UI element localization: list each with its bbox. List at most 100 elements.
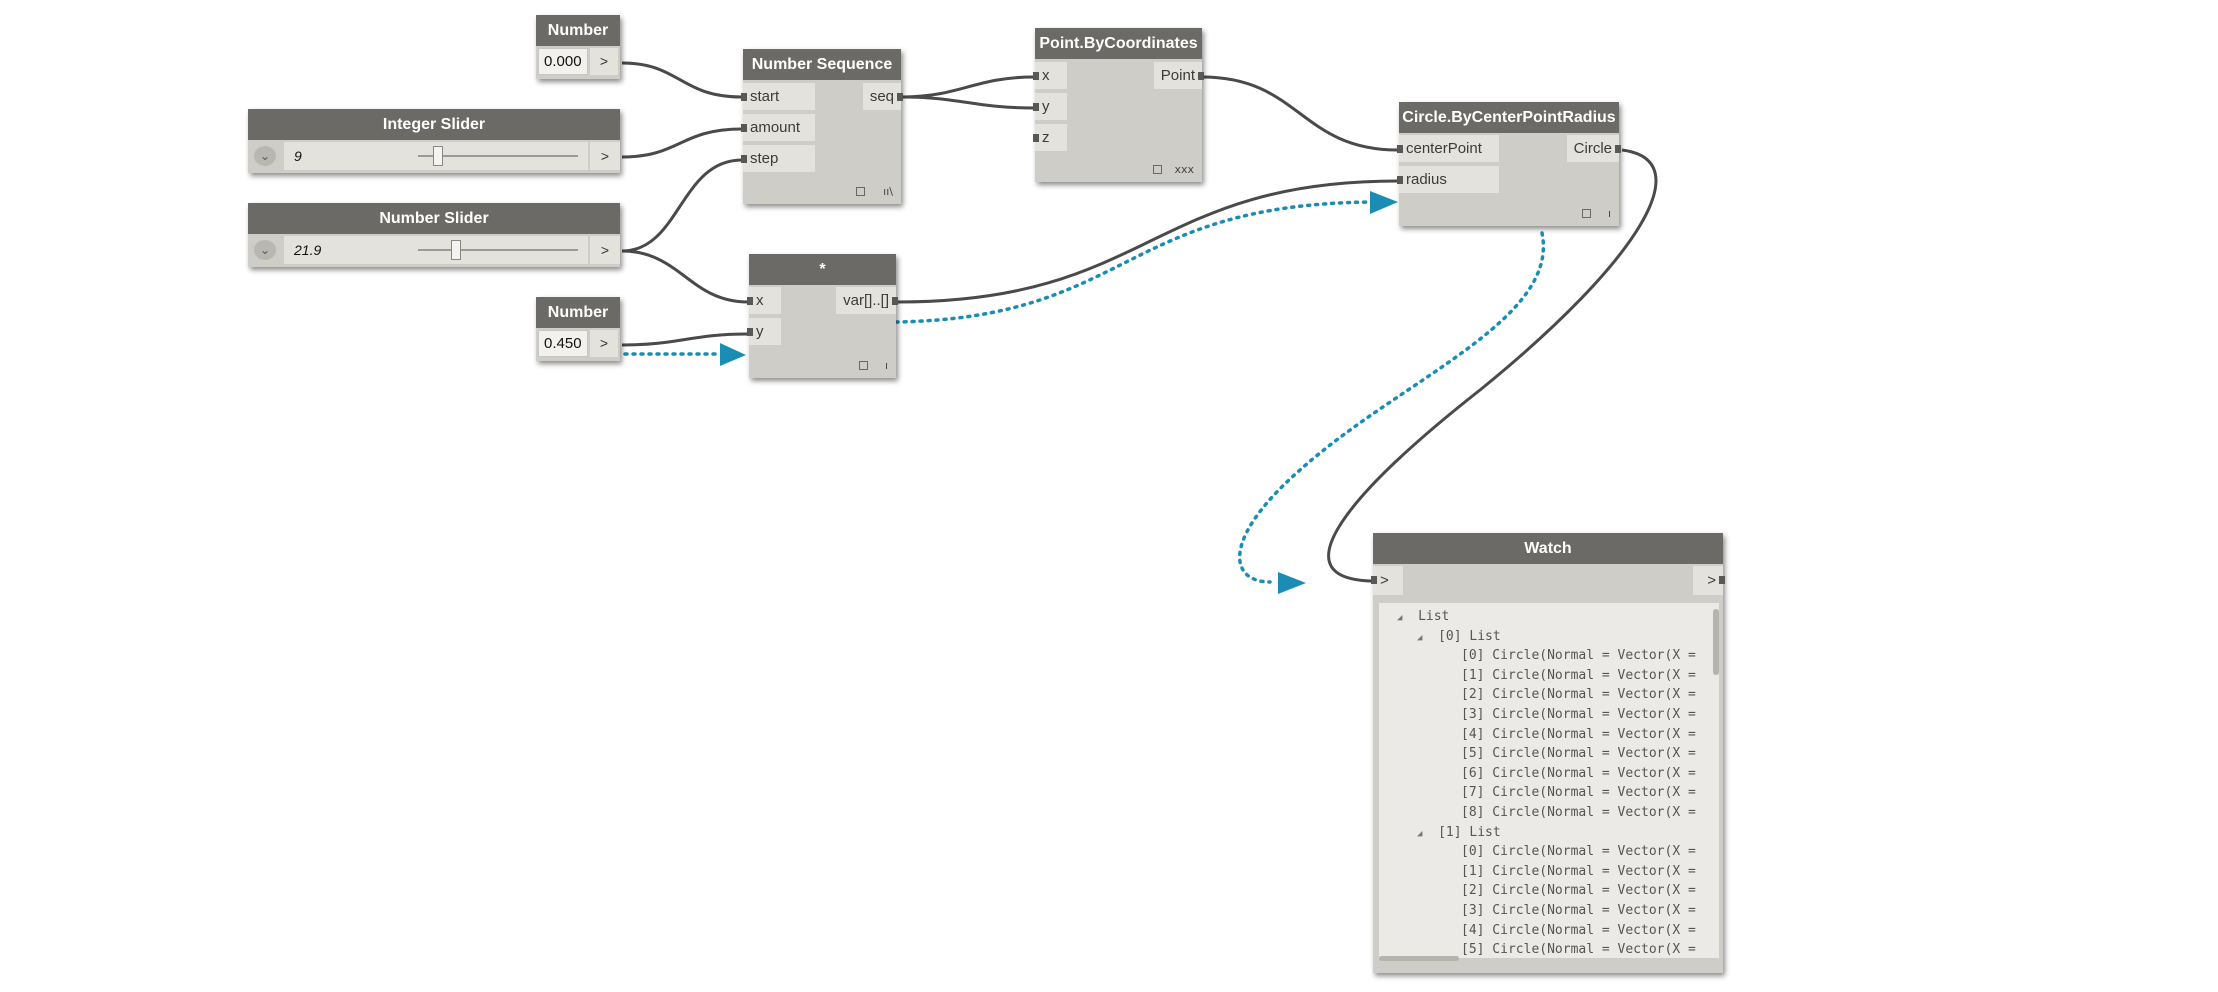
wire-number-slider-to-multiply-x bbox=[621, 249, 749, 304]
tree-item[interactable]: ◢ List bbox=[1379, 607, 1719, 627]
input-port-amount[interactable]: amount bbox=[741, 114, 815, 142]
input-port-y[interactable]: y bbox=[1033, 93, 1067, 121]
number-input[interactable]: 0.000 bbox=[538, 48, 588, 75]
input-port-step[interactable]: step bbox=[741, 145, 815, 173]
tree-item[interactable]: ◢ [0] List bbox=[1379, 627, 1719, 647]
number-node-bottom[interactable]: Number 0.450 > bbox=[536, 297, 620, 361]
tree-item[interactable]: [3] Circle(Normal = Vector(X = bbox=[1379, 705, 1719, 725]
tree-item[interactable]: [1] Circle(Normal = Vector(X = bbox=[1379, 862, 1719, 882]
input-port-start[interactable]: start bbox=[741, 83, 815, 111]
preview-toggle[interactable] bbox=[856, 187, 865, 196]
chevron-down-icon[interactable]: ⌄ bbox=[254, 240, 276, 260]
port-connector bbox=[741, 124, 747, 132]
output-port[interactable]: > bbox=[590, 236, 620, 264]
port-label: step bbox=[750, 150, 779, 167]
slider-track-area[interactable] bbox=[408, 142, 588, 170]
watch-tree-view[interactable]: ◢ List◢ [0] List[0] Circle(Normal = Vect… bbox=[1379, 603, 1719, 958]
tree-item[interactable]: [4] Circle(Normal = Vector(X = bbox=[1379, 725, 1719, 745]
preview-toggle[interactable] bbox=[1582, 209, 1591, 218]
expand-toggle-icon[interactable]: ◢ bbox=[1397, 613, 1403, 623]
input-port-y[interactable]: y bbox=[747, 318, 781, 346]
tree-item-label: [0] List bbox=[1438, 628, 1501, 644]
lacing-indicator: xxx bbox=[1174, 163, 1194, 176]
chevron-down-icon[interactable]: ⌄ bbox=[254, 146, 276, 166]
tree-item[interactable]: [5] Circle(Normal = Vector(X = bbox=[1379, 744, 1719, 764]
slider-track-area[interactable] bbox=[408, 236, 588, 264]
vertical-scrollbar[interactable] bbox=[1713, 609, 1719, 675]
flow-path-circle-to-watch bbox=[1238, 231, 1546, 584]
watch-output-port[interactable]: > bbox=[1693, 566, 1725, 596]
input-port-x[interactable]: x bbox=[747, 287, 781, 315]
tree-item[interactable]: [8] Circle(Normal = Vector(X = bbox=[1379, 803, 1719, 823]
tree-item[interactable]: [4] Circle(Normal = Vector(X = bbox=[1379, 921, 1719, 941]
port-label: start bbox=[750, 88, 780, 105]
preview-toggle[interactable] bbox=[1153, 165, 1162, 174]
multiply-node[interactable]: * x y var[]..[] ı bbox=[747, 254, 898, 378]
output-port[interactable]: > bbox=[590, 142, 620, 170]
output-port-point[interactable]: Point bbox=[1153, 62, 1204, 90]
tree-item[interactable]: [7] Circle(Normal = Vector(X = bbox=[1379, 783, 1719, 803]
tree-item-label: [0] Circle(Normal = Vector(X = bbox=[1461, 648, 1696, 664]
expand-toggle-icon[interactable]: ◢ bbox=[1417, 828, 1423, 839]
expand-toggle-icon[interactable]: ◢ bbox=[1417, 632, 1423, 643]
output-port[interactable]: > bbox=[590, 48, 618, 75]
port-label: amount bbox=[750, 119, 801, 136]
output-port-seq[interactable]: seq bbox=[862, 83, 903, 111]
port-connector bbox=[1397, 145, 1403, 153]
watch-input-port[interactable]: > bbox=[1371, 566, 1403, 596]
tree-item[interactable]: [0] Circle(Normal = Vector(X = bbox=[1379, 842, 1719, 862]
watch-node[interactable]: Watch > > ◢ List◢ [0] List[0] Circle(Nor… bbox=[1371, 533, 1725, 973]
number-input[interactable]: 0.450 bbox=[538, 330, 588, 357]
tree-item-label: [1] List bbox=[1438, 824, 1501, 840]
tree-item[interactable]: [3] Circle(Normal = Vector(X = bbox=[1379, 901, 1719, 921]
port-connector bbox=[1198, 72, 1204, 80]
node-title: Number Slider bbox=[248, 203, 620, 234]
horizontal-scrollbar[interactable] bbox=[1379, 956, 1459, 961]
tree-item-label: [1] Circle(Normal = Vector(X = bbox=[1461, 667, 1696, 683]
tree-item[interactable]: ◢ [1] List bbox=[1379, 823, 1719, 843]
input-port-z[interactable]: z bbox=[1033, 124, 1067, 152]
port-label: centerPoint bbox=[1406, 140, 1482, 157]
tree-item-label: [5] Circle(Normal = Vector(X = bbox=[1461, 746, 1696, 762]
wire-number-to-start bbox=[621, 61, 743, 99]
tree-item[interactable]: [5] Circle(Normal = Vector(X = bbox=[1379, 940, 1719, 958]
tree-item[interactable]: [2] Circle(Normal = Vector(X = bbox=[1379, 881, 1719, 901]
tree-item[interactable]: [0] Circle(Normal = Vector(X = bbox=[1379, 646, 1719, 666]
output-port[interactable]: > bbox=[590, 330, 618, 357]
port-label: Circle bbox=[1573, 140, 1612, 157]
number-sequence-node[interactable]: Number Sequence start amount step seq ıı… bbox=[741, 49, 903, 204]
tree-item[interactable]: [6] Circle(Normal = Vector(X = bbox=[1379, 764, 1719, 784]
wire-number-to-multiply-y bbox=[621, 332, 749, 347]
wire-seq-to-point-x bbox=[901, 75, 1035, 99]
node-title: Circle.ByCenterPointRadius bbox=[1399, 102, 1619, 133]
node-title: * bbox=[749, 254, 896, 285]
tree-item[interactable]: [1] Circle(Normal = Vector(X = bbox=[1379, 666, 1719, 686]
tree-item-label: [2] Circle(Normal = Vector(X = bbox=[1461, 883, 1696, 899]
output-port-circle[interactable]: Circle bbox=[1566, 135, 1621, 163]
input-port-centerpoint[interactable]: centerPoint bbox=[1397, 135, 1499, 163]
circle-by-center-point-radius-node[interactable]: Circle.ByCenterPointRadius centerPoint r… bbox=[1397, 102, 1621, 226]
number-node-top[interactable]: Number 0.000 > bbox=[536, 15, 620, 79]
number-slider-node[interactable]: Number Slider ⌄ 21.9 > bbox=[248, 203, 620, 267]
output-port-var[interactable]: var[]..[] bbox=[836, 287, 898, 315]
port-label: Point bbox=[1160, 67, 1195, 84]
tree-item-label: [4] Circle(Normal = Vector(X = bbox=[1461, 922, 1696, 938]
input-port-x[interactable]: x bbox=[1033, 62, 1067, 90]
tree-item-label: [8] Circle(Normal = Vector(X = bbox=[1461, 804, 1696, 820]
wire-point-to-centerpoint bbox=[1201, 75, 1399, 152]
tree-item[interactable]: [2] Circle(Normal = Vector(X = bbox=[1379, 685, 1719, 705]
input-port-radius[interactable]: radius bbox=[1397, 166, 1499, 194]
slider-thumb[interactable] bbox=[451, 240, 461, 260]
integer-slider-node[interactable]: Integer Slider ⌄ 9 > bbox=[248, 109, 620, 173]
port-connector bbox=[1615, 145, 1621, 153]
preview-toggle[interactable] bbox=[859, 361, 868, 370]
slider-thumb[interactable] bbox=[433, 146, 443, 166]
port-label: z bbox=[1042, 129, 1050, 146]
flow-arrowhead-1 bbox=[720, 343, 746, 366]
tree-item-label: [2] Circle(Normal = Vector(X = bbox=[1461, 687, 1696, 703]
tree-item-label: [3] Circle(Normal = Vector(X = bbox=[1461, 902, 1696, 918]
lacing-indicator: ıı\ bbox=[883, 185, 893, 198]
point-by-coordinates-node[interactable]: Point.ByCoordinates x y z Point xxx bbox=[1033, 28, 1204, 182]
lacing-indicator: ı bbox=[1607, 207, 1611, 220]
